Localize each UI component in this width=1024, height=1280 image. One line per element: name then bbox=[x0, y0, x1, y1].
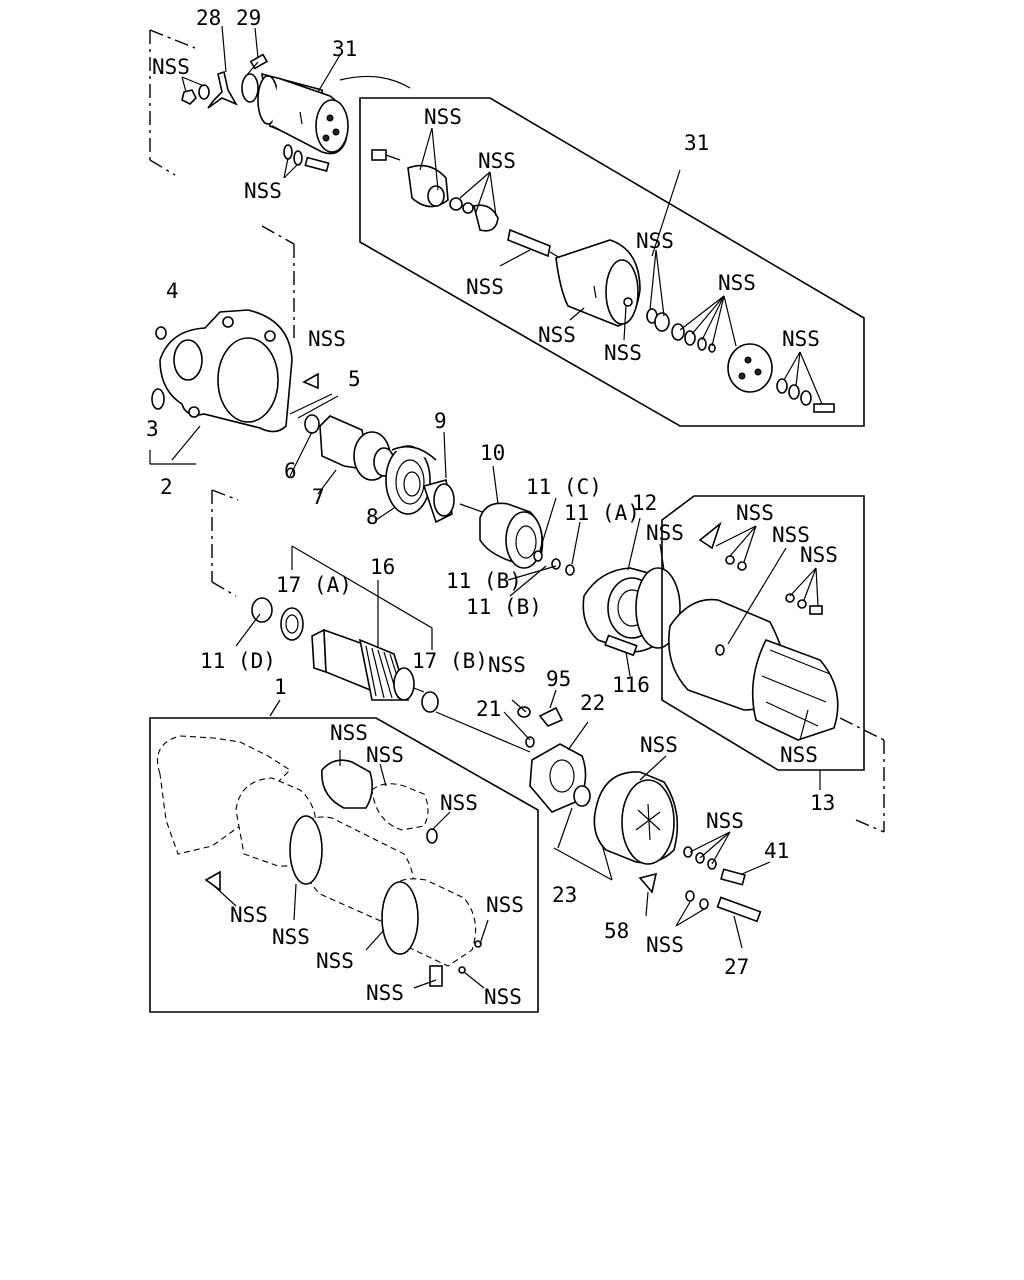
solenoid-assembly-top bbox=[149, 25, 411, 179]
label-nss: NSS bbox=[316, 949, 354, 973]
label-nss: NSS bbox=[230, 903, 268, 927]
bolt-icon bbox=[245, 27, 269, 77]
label-nss: NSS bbox=[330, 721, 368, 745]
label-nss: NSS bbox=[244, 179, 282, 203]
label-nss: NSS bbox=[736, 501, 774, 525]
label-nss: NSS bbox=[466, 275, 504, 299]
solenoid-detail-box bbox=[359, 97, 865, 427]
label-95: 95 bbox=[546, 667, 571, 691]
label-9: 9 bbox=[434, 409, 447, 433]
label-nss: NSS bbox=[538, 323, 576, 347]
label-28: 28 bbox=[196, 6, 221, 30]
label-4: 4 bbox=[166, 279, 179, 303]
label-22: 22 bbox=[580, 691, 605, 715]
label-41: 41 bbox=[764, 839, 789, 863]
label-nss: NSS bbox=[706, 809, 744, 833]
label-58: 58 bbox=[604, 919, 629, 943]
label-31-detail: 31 bbox=[684, 131, 709, 155]
label-nss: NSS bbox=[800, 543, 838, 567]
washer-icon bbox=[646, 308, 716, 353]
label-17b: 17 (B) bbox=[412, 649, 488, 673]
label-31: 31 bbox=[332, 37, 357, 61]
label-nss: NSS bbox=[780, 743, 818, 767]
label-21: 21 bbox=[476, 697, 501, 721]
label-1: 1 bbox=[274, 675, 287, 699]
label-nss: NSS bbox=[782, 327, 820, 351]
label-nss: NSS bbox=[772, 523, 810, 547]
label-nss: NSS bbox=[424, 105, 462, 129]
label-11b: 11 (B) bbox=[466, 595, 542, 619]
nut-icon bbox=[517, 706, 531, 718]
label-23: 23 bbox=[552, 883, 577, 907]
label-27: 27 bbox=[724, 955, 749, 979]
label-5: 5 bbox=[348, 367, 361, 391]
label-29: 29 bbox=[236, 6, 261, 30]
end-cap-icon bbox=[727, 343, 835, 413]
washer-icon bbox=[251, 597, 273, 623]
label-2: 2 bbox=[160, 475, 173, 499]
label-10: 10 bbox=[480, 441, 505, 465]
armature-assembly bbox=[211, 489, 531, 753]
label-12: 12 bbox=[632, 491, 657, 515]
complete-assembly-box bbox=[149, 699, 539, 1013]
label-nss: NSS bbox=[440, 791, 478, 815]
label-nss: NSS bbox=[272, 925, 310, 949]
label-nss: NSS bbox=[488, 653, 526, 677]
label-nss: NSS bbox=[308, 327, 346, 351]
label-nss: NSS bbox=[486, 893, 524, 917]
label-nss: NSS bbox=[478, 149, 516, 173]
label-nss: NSS bbox=[646, 933, 684, 957]
label-17a: 17 (A) bbox=[276, 573, 352, 597]
label-11a: 11 (A) bbox=[564, 501, 640, 525]
label-nss: NSS bbox=[366, 981, 404, 1005]
label-11b: 11 (B) bbox=[446, 569, 522, 593]
part-labels: 28 29 31 NSS NSS 31 NSS NSS NSS NSS NSS … bbox=[146, 6, 838, 1009]
label-nss: NSS bbox=[484, 985, 522, 1009]
label-nss: NSS bbox=[640, 733, 678, 757]
yoke-detail-box bbox=[661, 495, 885, 833]
gear-icon bbox=[529, 743, 587, 813]
label-116: 116 bbox=[612, 673, 650, 697]
label-nss: NSS bbox=[718, 271, 756, 295]
housing-assembly bbox=[149, 225, 339, 465]
label-nss: NSS bbox=[636, 229, 674, 253]
drive-assembly bbox=[289, 414, 581, 597]
bracket-icon bbox=[207, 70, 238, 109]
label-nss: NSS bbox=[366, 743, 404, 767]
bearing-icon bbox=[280, 607, 304, 641]
label-8: 8 bbox=[366, 505, 379, 529]
label-6: 6 bbox=[284, 459, 297, 483]
end-cover-assembly bbox=[593, 755, 771, 949]
label-13: 13 bbox=[810, 791, 835, 815]
center-small-parts bbox=[503, 689, 613, 881]
label-nss: NSS bbox=[152, 55, 190, 79]
label-11c: 11 (C) bbox=[526, 475, 602, 499]
label-7: 7 bbox=[312, 485, 325, 509]
nut-icon bbox=[181, 84, 210, 105]
solenoid-icon bbox=[241, 72, 349, 155]
label-3: 3 bbox=[146, 417, 159, 441]
label-11d: 11 (D) bbox=[200, 649, 276, 673]
label-nss: NSS bbox=[646, 521, 684, 545]
bearing-icon bbox=[421, 691, 439, 713]
washer-icon bbox=[283, 144, 330, 172]
label-nss: NSS bbox=[604, 341, 642, 365]
label-16: 16 bbox=[370, 555, 395, 579]
